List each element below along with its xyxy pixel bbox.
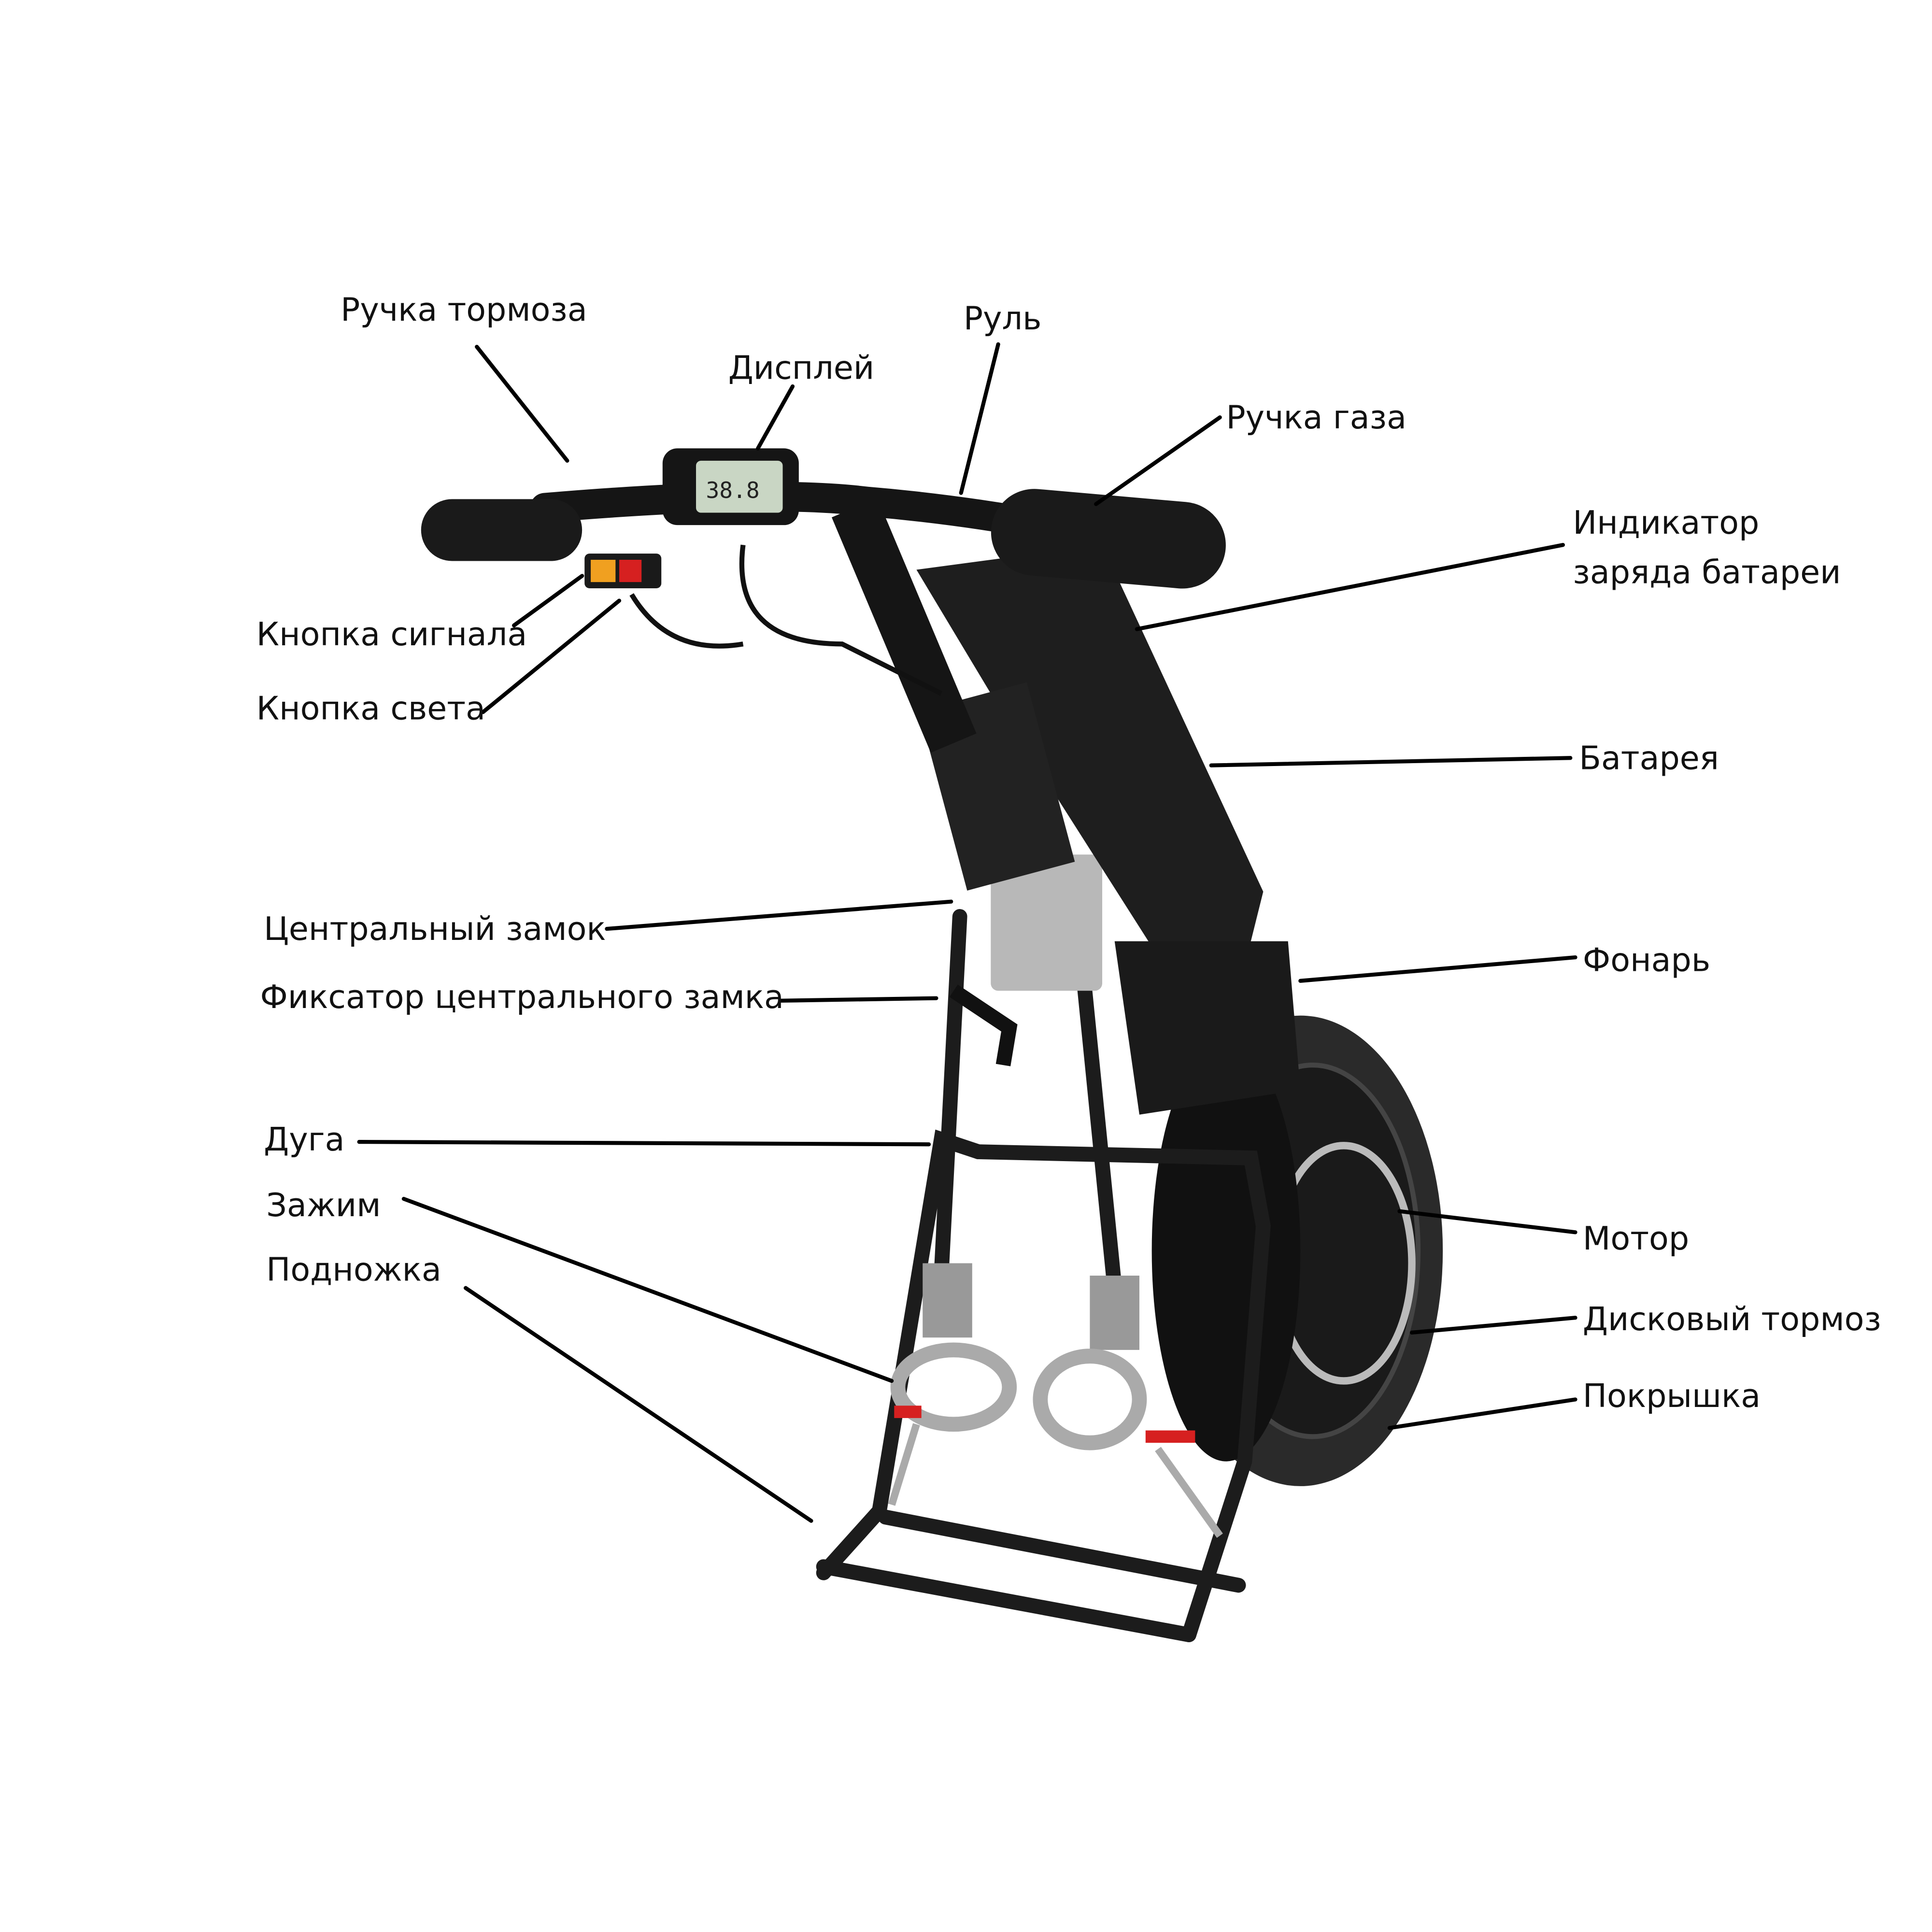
label-display: Дисплей — [728, 349, 875, 387]
leader-motor — [1397, 1209, 1577, 1235]
leader-battery-indicator — [1135, 543, 1565, 631]
light-button-shape — [619, 559, 642, 582]
label-throttle: Ручка газа — [1226, 398, 1406, 436]
headlight-housing — [1114, 941, 1301, 1115]
leader-horn-button — [512, 574, 584, 627]
leader-footrest — [464, 1286, 813, 1523]
leader-lock-retainer — [778, 996, 938, 1003]
clamps — [888, 1263, 1223, 1538]
label-central-lock: Центральный замок — [264, 910, 606, 948]
clamp-handle-right — [1145, 1430, 1195, 1443]
hub-motor — [1151, 1040, 1301, 1462]
label-horn-button: Кнопка сигнала — [256, 615, 527, 653]
central-lock — [949, 854, 1103, 1066]
display-screen — [696, 460, 783, 513]
label-motor: Мотор — [1583, 1220, 1689, 1257]
label-clamp: Зажим — [266, 1186, 381, 1224]
label-tire: Покрышка — [1583, 1377, 1761, 1415]
label-footrest: Подножка — [266, 1250, 441, 1288]
leader-clamp — [401, 1196, 894, 1383]
left-grip — [421, 499, 582, 561]
leader-light-button — [481, 598, 622, 714]
label-light-button: Кнопка света — [256, 690, 485, 727]
leader-tire — [1387, 1397, 1577, 1430]
leader-display — [756, 384, 795, 451]
leader-headlight — [1298, 955, 1577, 983]
leader-brake-lever — [475, 344, 569, 463]
label-headlight: Фонарь — [1583, 941, 1710, 979]
leader-lines — [357, 342, 1577, 1523]
leader-handlebar — [959, 342, 1000, 495]
label-disc-brake: Дисковый тормоз — [1583, 1300, 1881, 1338]
label-lock-retainer: Фиксатор центрального замка — [260, 978, 783, 1016]
leader-central-lock — [605, 899, 953, 931]
handlebar: 38.8 — [421, 448, 1226, 753]
leader-throttle — [1094, 415, 1222, 506]
leader-disc-brake — [1409, 1316, 1577, 1335]
label-brake-lever: Ручка тормоза — [341, 291, 587, 328]
leader-arc — [357, 1140, 931, 1147]
label-handlebar: Руль — [964, 299, 1042, 337]
horn-button-shape — [591, 559, 616, 582]
label-arc: Дуга — [264, 1121, 344, 1158]
stand-frame — [816, 909, 1271, 1642]
labels: Ручка тормоза Дисплей Руль Ручка газа Ин… — [256, 291, 1881, 1415]
wheel — [1151, 1015, 1443, 1486]
right-grip-throttle — [991, 489, 1226, 589]
display-reading: 38.8 — [706, 477, 760, 503]
handbike-illustration: 38.8 — [421, 448, 1443, 1642]
label-battery-indicator-line2: заряда батареи — [1573, 554, 1841, 591]
clamp-handle-left — [894, 1406, 922, 1418]
label-battery-indicator-line1: Индикатор — [1573, 504, 1759, 541]
label-battery: Батарея — [1579, 739, 1719, 777]
leader-battery — [1209, 756, 1573, 767]
